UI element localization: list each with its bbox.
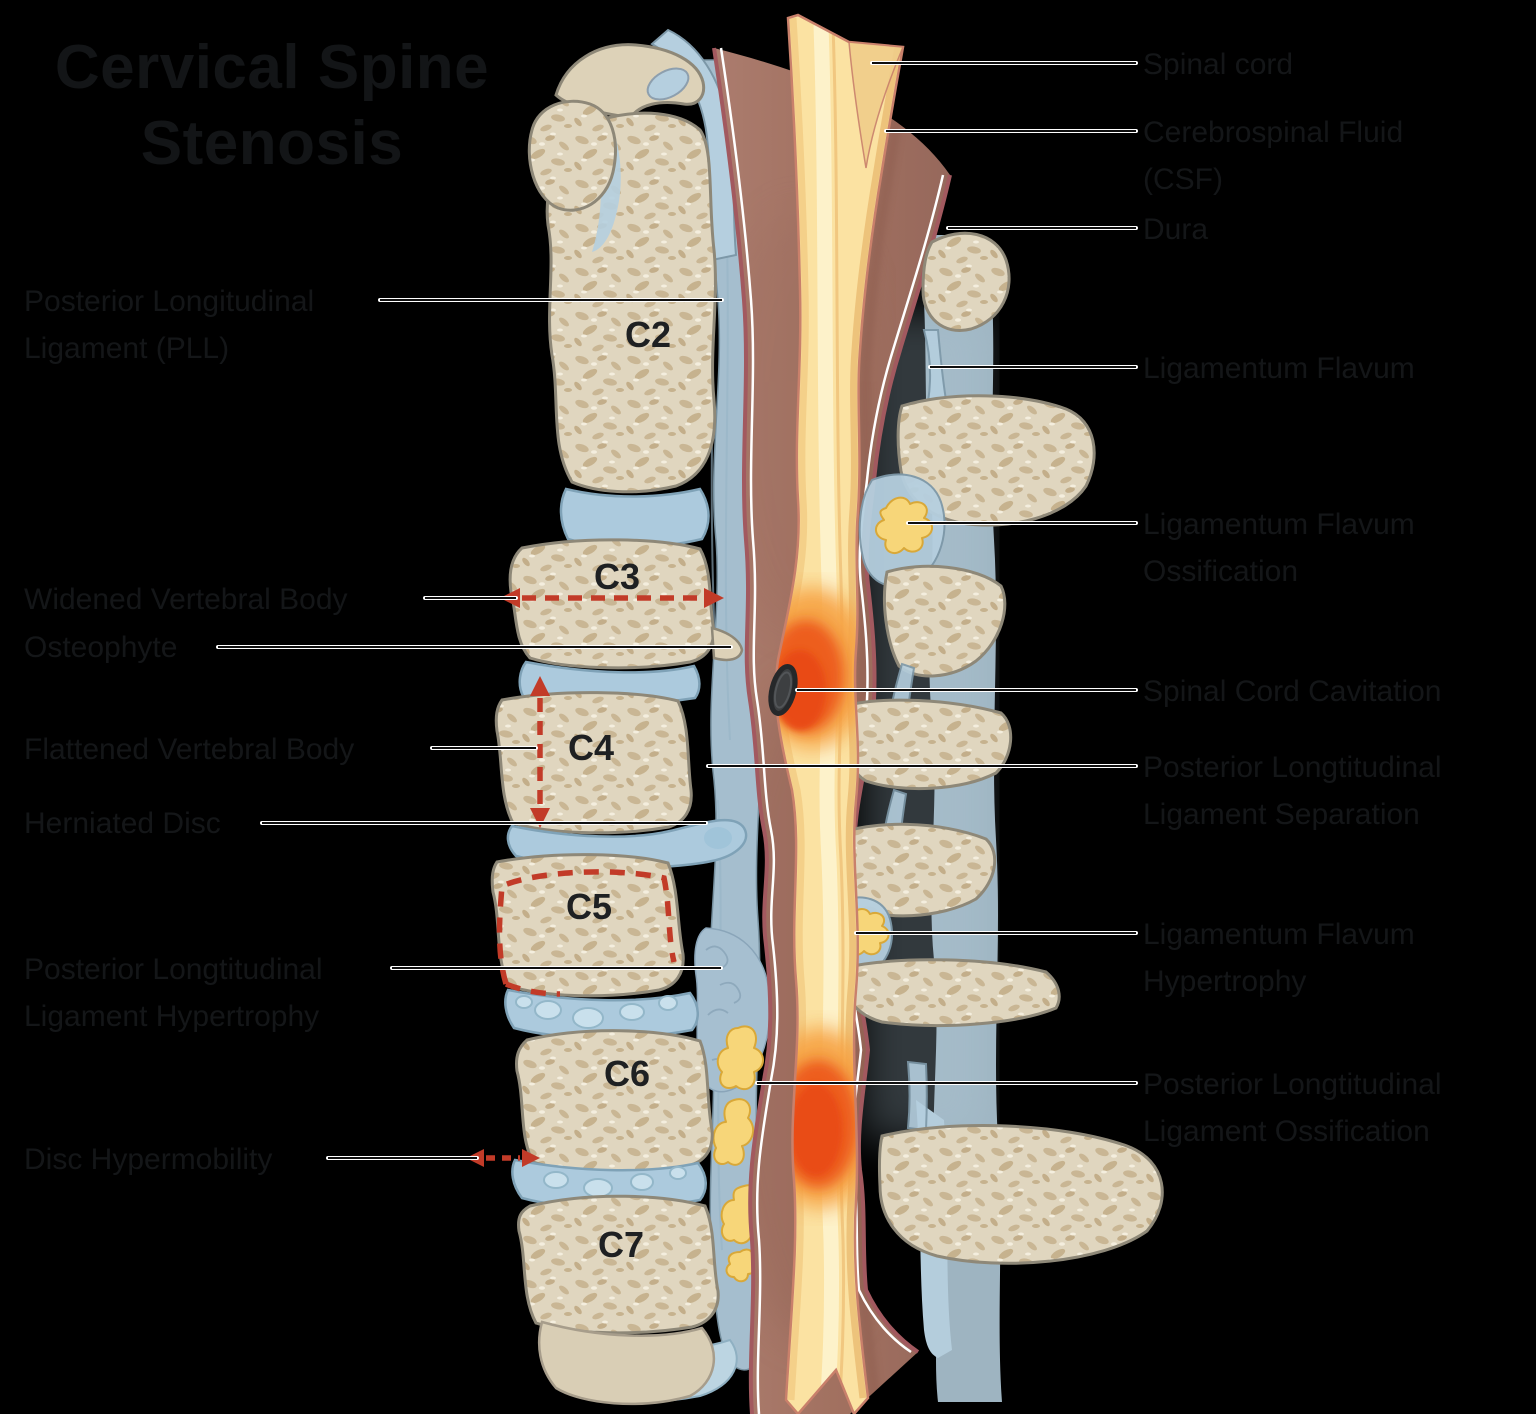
label-disc-hypermobility: Disc Hypermobility (24, 1143, 272, 1176)
cord-outline (774, 13, 905, 1414)
c7-endplate-cartilage (537, 1320, 716, 1406)
label-text: (CSF) (1143, 163, 1223, 196)
vertebra-c7-body (517, 1194, 720, 1335)
atlanto-dens-joint (646, 67, 690, 101)
flattened-c5-dashed-outline (496, 869, 677, 985)
vertebra-label-c2: C2 (625, 314, 671, 355)
label-text: Hypertrophy (1143, 965, 1306, 998)
label-text: Posterior Longitudinal (24, 285, 314, 318)
label-text: Ligament Hypertrophy (24, 1000, 319, 1033)
vertebra-label-c3: C3 (594, 556, 640, 597)
label-text: Ligamentum Flavum (1143, 918, 1415, 951)
disc-c6-c7-bubbles (543, 1166, 687, 1198)
label-text: Posterior Longtitudinal (1143, 1068, 1442, 1101)
label-herniated-disc: Herniated Disc (24, 807, 221, 840)
disc-c2-c3 (559, 487, 710, 549)
label-dura: Dura (1143, 213, 1208, 246)
ligamentum-flavum-ossification (875, 496, 933, 555)
ligamentum-flavum-segment (906, 1060, 928, 1132)
leader-lines (216, 61, 1138, 1160)
spinous-process-c6 (840, 958, 1061, 1028)
vertebra-label-c7: C7 (598, 1224, 644, 1265)
dura-left-edge (712, 47, 779, 1414)
disc-c5-c6-bubbles (515, 995, 678, 1029)
page-title-line2: Stenosis (141, 109, 403, 178)
spinous-process-c4 (840, 698, 1013, 791)
texts: Cervical Spine Stenosis C2 C3 C4 C5 C6 C… (24, 33, 1442, 1265)
label-flattened-vertebral-body: Flattened Vertebral Body (24, 733, 354, 766)
label-pll-separation: Posterior Longtitudinal Ligament Separat… (1143, 751, 1442, 831)
spinous-process-c3 (882, 564, 1007, 678)
flattened-c5-dashed-outline-bottom (504, 981, 561, 997)
spinal-cord-cavitation (768, 664, 798, 716)
label-text: Ligament (PLL) (24, 332, 229, 365)
flattened-body-arrow (530, 676, 550, 828)
spinous-process-c7 (877, 1124, 1164, 1265)
label-text: Ligamentum Flavum (1143, 508, 1415, 541)
vertebra-label-c6: C6 (604, 1053, 650, 1094)
label-text: Ossification (1143, 555, 1298, 588)
vertebra-c5-body (490, 853, 685, 998)
spinal-cord-group (768, 13, 905, 1414)
label-flavum-hypertrophy: Ligamentum Flavum Hypertrophy (1143, 918, 1415, 998)
vertebra-label-c4: C4 (568, 727, 614, 768)
spinous-process-c2 (896, 394, 1096, 527)
posterior-elements (829, 231, 1164, 1265)
label-widened-vertebral-body: Widened Vertebral Body (24, 583, 348, 616)
page-title-line1: Cervical Spine (55, 33, 489, 102)
posterior-arch-c1 (921, 231, 1011, 332)
label-spinal-cord: Spinal cord (1143, 48, 1293, 81)
osteophyte-spur (710, 626, 744, 662)
label-text: Posterior Longtitudinal (24, 953, 323, 986)
label-text: Posterior Longtitudinal (1143, 751, 1442, 784)
label-cerebrospinal-fluid: Cerebrospinal Fluid (CSF) (1143, 116, 1403, 196)
label-pll-ossification: Posterior Longtitudinal Ligament Ossific… (1143, 1068, 1442, 1148)
vertebra-c4-body (494, 691, 693, 835)
label-spinal-cord-cavitation: Spinal Cord Cavitation (1143, 675, 1442, 708)
anterior-arch-c1 (527, 99, 617, 212)
vertebra-c6-body (515, 1029, 714, 1174)
pll-ossification-chain (712, 1025, 765, 1283)
vertebra-label-c5: C5 (566, 886, 612, 927)
herniated-nucleus (704, 827, 732, 849)
anterior-column (490, 43, 748, 1406)
label-text: Cerebrospinal Fluid (1143, 116, 1403, 149)
label-flavum-ossification: Ligamentum Flavum Ossification (1143, 508, 1415, 588)
label-ligamentum-flavum: Ligamentum Flavum (1143, 352, 1415, 385)
cord-top-split (848, 41, 905, 169)
label-text: Ligament Separation (1143, 798, 1420, 831)
label-pll-hypertrophy: Posterior Longtitudinal Ligament Hypertr… (24, 953, 323, 1033)
vertebra-c2-body (545, 111, 717, 494)
label-text: Ligament Ossification (1143, 1115, 1430, 1148)
label-posterior-longitudinal-ligament: Posterior Longitudinal Ligament (PLL) (24, 285, 314, 365)
cord-details (775, 17, 902, 1413)
label-osteophyte: Osteophyte (24, 631, 177, 664)
